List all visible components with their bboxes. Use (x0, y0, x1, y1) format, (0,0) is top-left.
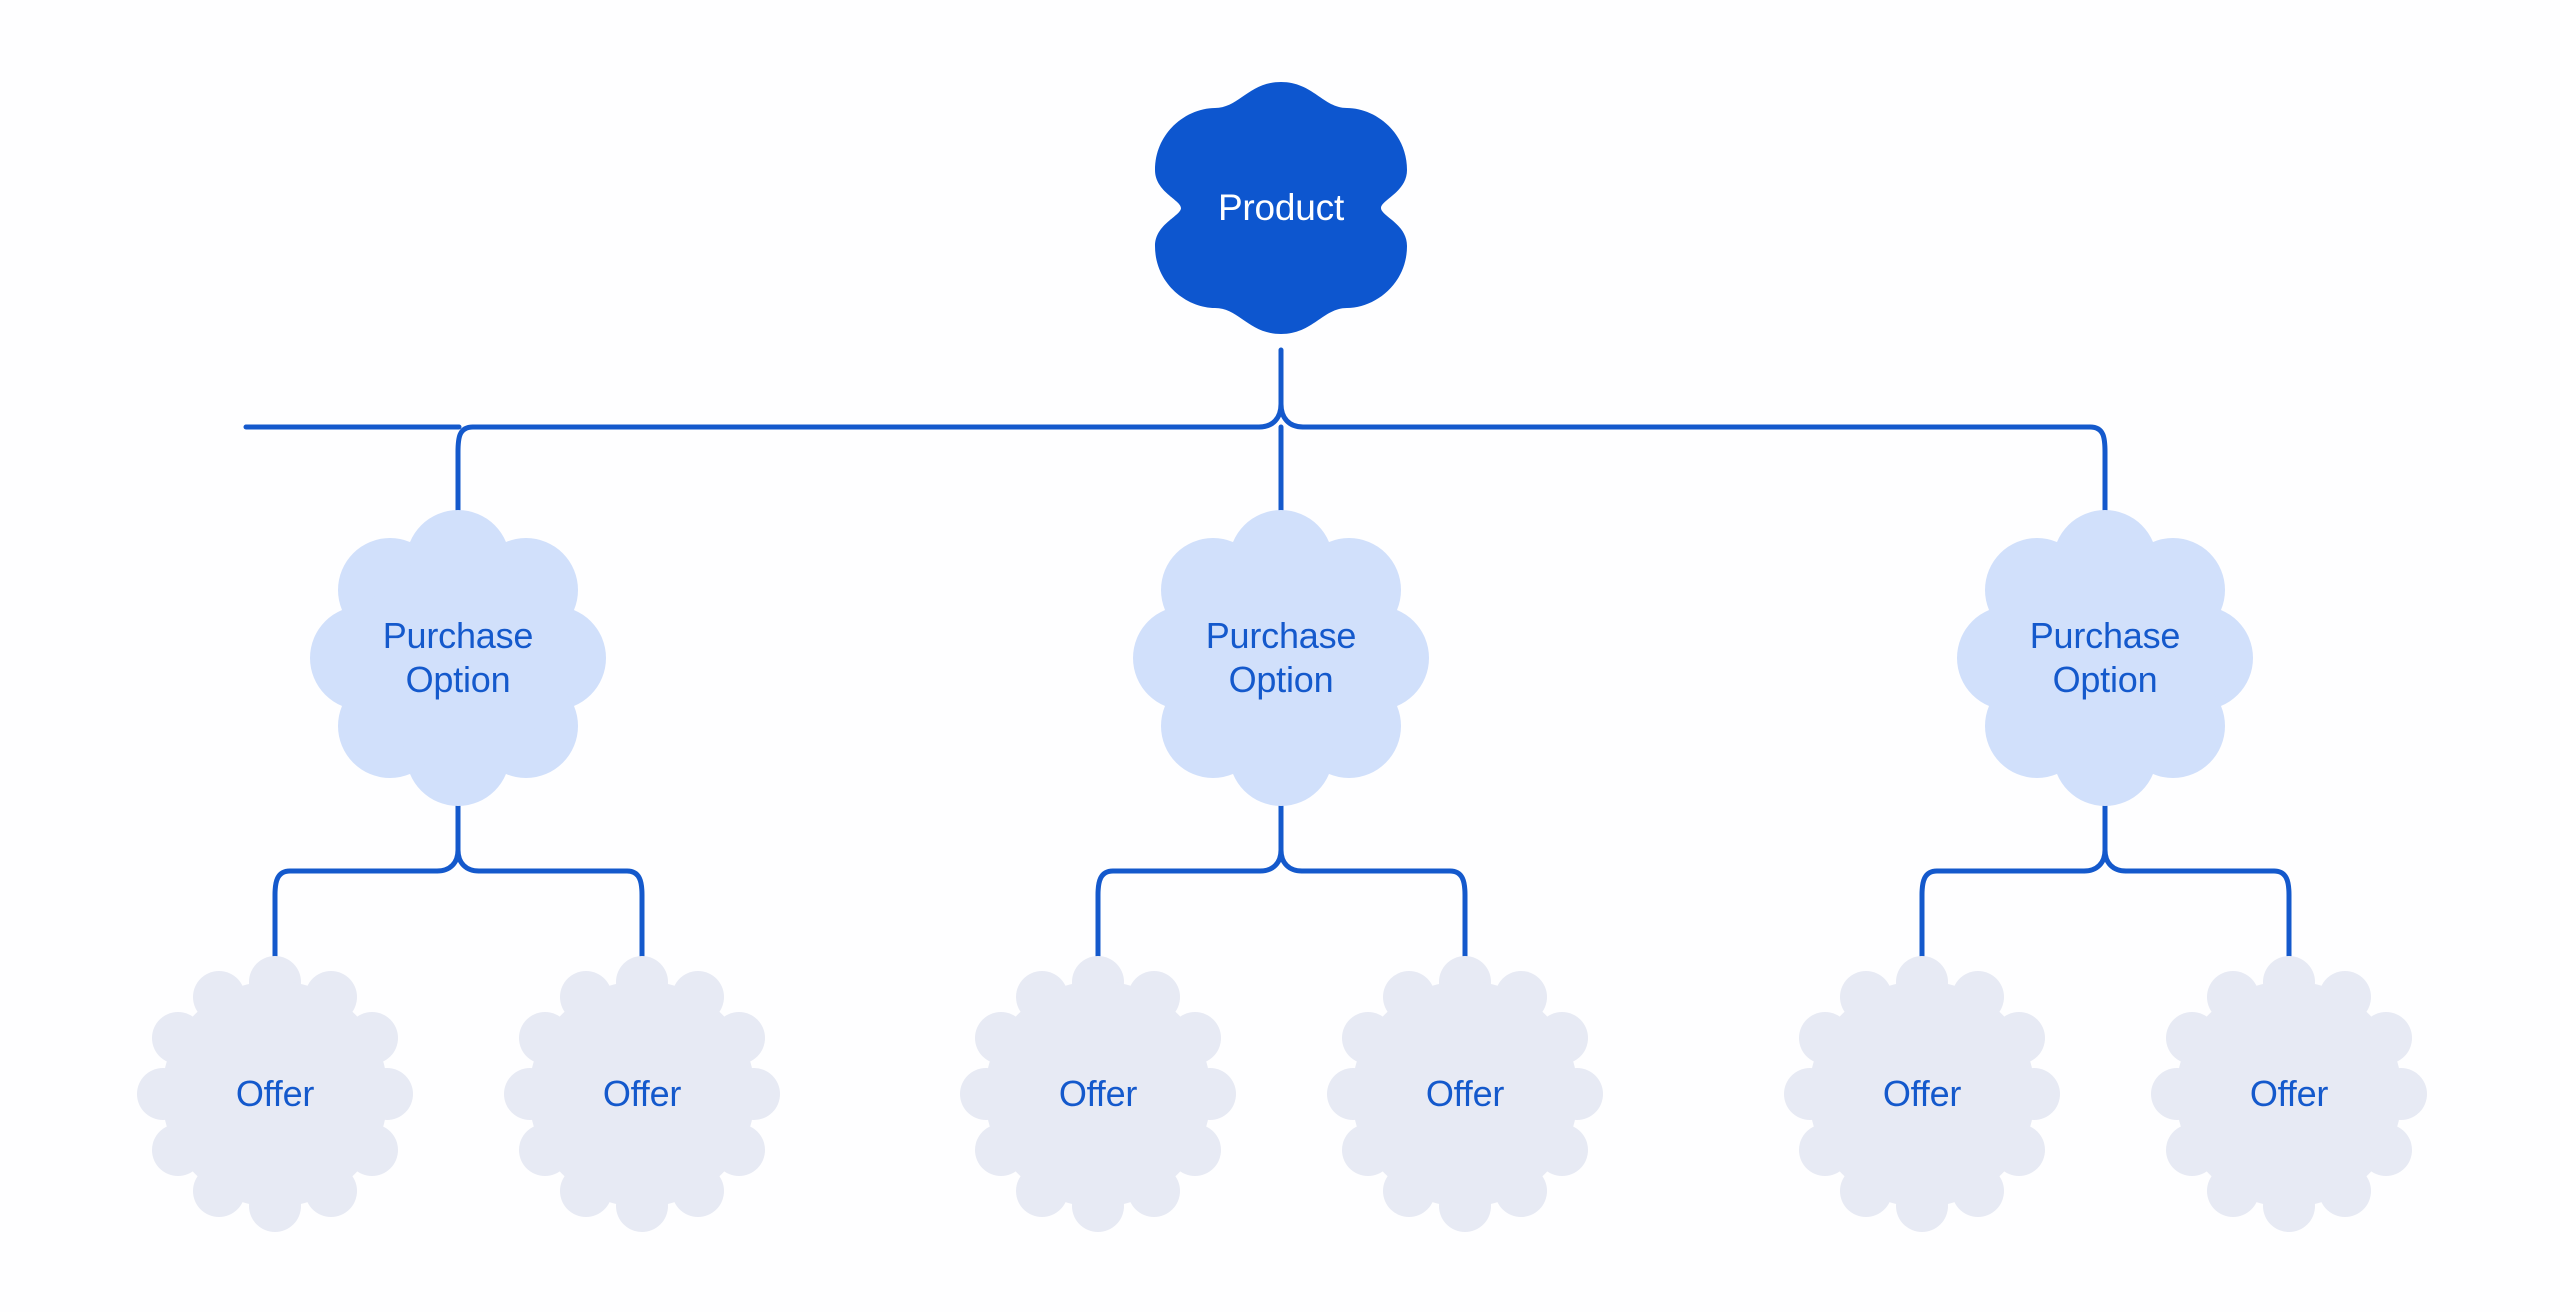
node-offer-2-1[interactable] (960, 956, 1236, 1232)
node-offer-3-2[interactable] (2151, 956, 2427, 1232)
node-purchase-option-2[interactable] (1133, 510, 1429, 806)
node-offer-3-1[interactable] (1784, 956, 2060, 1232)
connector-bus-left-elbow (455, 424, 476, 518)
connector-branch-1-bus-right (476, 868, 645, 963)
connector-group-branch-2 (1095, 797, 1468, 963)
connector-root-stem-right (1278, 401, 1306, 430)
connector-group-branch-3 (1919, 797, 2292, 963)
connector-bus-right-elbow (2087, 424, 2108, 518)
connector-branch-2-stem (1257, 797, 1284, 874)
node-purchase-option-1[interactable] (310, 510, 606, 806)
connector-branch-3-stem (2081, 797, 2108, 874)
connector-group-branch-1 (272, 797, 645, 963)
connector-branch-1-bus-left (272, 868, 440, 963)
connector-branch-2-bus-right (1299, 868, 1468, 963)
connector-branch-3-bus-left (1919, 868, 2087, 963)
connector-branch-3-stem-right (2102, 847, 2129, 874)
node-offer-2-2[interactable] (1327, 956, 1603, 1232)
connector-branch-2-stem-right (1278, 847, 1305, 874)
node-product[interactable] (1155, 82, 1407, 334)
connector-group-root-to-branches (243, 347, 2108, 518)
connector-root-stem (1256, 347, 1284, 430)
connector-branch-1-stem-right (455, 847, 482, 874)
connector-branch-2-bus-left (1095, 868, 1263, 963)
node-offer-1-2[interactable] (504, 956, 780, 1232)
connector-branch-1-stem (434, 797, 461, 874)
connector-branch-3-bus-right (2123, 868, 2292, 963)
node-offer-1-1[interactable] (137, 956, 413, 1232)
node-purchase-option-3[interactable] (1957, 510, 2253, 806)
